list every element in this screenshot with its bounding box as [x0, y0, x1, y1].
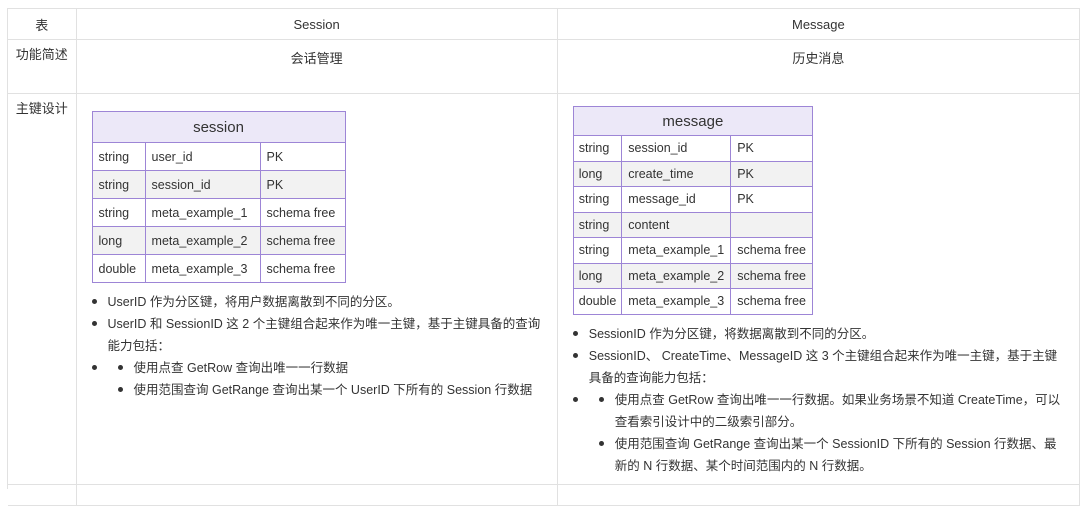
field-name: session_id: [144, 170, 261, 199]
next-row: [8, 484, 1080, 506]
function-label: 功能简述: [8, 39, 77, 94]
doc-table-wrapper: 表 Session Message 功能简述 会话管理 历史消息 主键设计 se…: [7, 8, 1080, 506]
table-row: string meta_example_1 schema free: [91, 198, 346, 227]
table-row: long meta_example_2 schema free: [572, 262, 813, 289]
field-attr: PK: [730, 135, 813, 162]
field-name: session_id: [621, 135, 732, 162]
field-name: meta_example_3: [621, 288, 732, 315]
bullet-icon: [598, 396, 604, 402]
header-col-session: Session: [76, 9, 558, 40]
list-item: 使用点查 GetRow 查询出唯一一行数据: [91, 357, 545, 379]
table-row: string content: [572, 211, 813, 238]
bullet-icon: [117, 387, 123, 392]
field-name: meta_example_2: [621, 262, 732, 289]
list-item: 使用点查 GetRow 查询出唯一一行数据。如果业务场景不知道 CreateTi…: [572, 389, 1067, 433]
field-attr: PK: [730, 186, 813, 213]
table-row: long meta_example_2 schema free: [91, 226, 346, 255]
field-type: string: [91, 142, 146, 171]
field-type: string: [572, 237, 623, 264]
field-name: create_time: [621, 160, 732, 187]
session-schema-title: session: [91, 111, 346, 143]
field-attr: schema free: [259, 254, 346, 283]
table-row: string session_id PK: [91, 170, 346, 199]
field-type: string: [91, 170, 146, 199]
table-row: string message_id PK: [572, 186, 813, 213]
field-attr: schema free: [259, 198, 346, 227]
session-key-cell: session string user_id PK string session…: [76, 93, 558, 485]
message-function: 历史消息: [557, 39, 1080, 94]
bullet-icon: [117, 365, 123, 370]
field-type: long: [91, 226, 146, 255]
bullet-icon: [91, 299, 97, 304]
field-type: string: [572, 135, 623, 162]
bullet-text: 使用点查 GetRow 查询出唯一一行数据。如果业务场景不知道 CreateTi…: [614, 392, 1061, 429]
bullet-text: SessionID、 CreateTime、MessageID 这 3 个主键组…: [588, 348, 1058, 385]
field-attr: schema free: [730, 237, 813, 264]
field-type: string: [572, 211, 623, 238]
field-type: double: [91, 254, 146, 283]
bullet-icon: [598, 440, 604, 446]
session-function: 会话管理: [76, 39, 558, 94]
field-name: meta_example_2: [144, 226, 261, 255]
field-attr: schema free: [730, 262, 813, 289]
bullet-icon: [572, 330, 578, 336]
message-schema-table: message string session_id PK long create…: [572, 106, 813, 315]
bullet-icon: [572, 396, 578, 402]
list-item: SessionID 作为分区键，将数据离散到不同的分区。: [572, 323, 1067, 345]
field-type: string: [572, 186, 623, 213]
next-row-session: [76, 484, 558, 506]
field-name: user_id: [144, 142, 261, 171]
bullet-icon: [91, 321, 97, 326]
message-bullet-list: SessionID 作为分区键，将数据离散到不同的分区。 SessionID、 …: [558, 323, 1079, 477]
field-name: message_id: [621, 186, 732, 213]
list-item: UserID 作为分区键，将用户数据离散到不同的分区。: [91, 291, 545, 313]
design-table: 表 Session Message 功能简述 会话管理 历史消息 主键设计 se…: [8, 9, 1080, 506]
message-key-cell: message string session_id PK long create…: [557, 93, 1080, 485]
header-col-table: 表: [8, 9, 77, 40]
list-item: UserID 和 SessionID 这 2 个主键组合起来作为唯一主键，基于主…: [91, 313, 545, 357]
field-attr: PK: [259, 142, 346, 171]
list-item: 使用范围查询 GetRange 查询出某一个 SessionID 下所有的 Se…: [573, 433, 1067, 477]
bullet-text: 使用点查 GetRow 查询出唯一一行数据: [133, 361, 349, 375]
header-row: 表 Session Message: [8, 9, 1080, 40]
table-row: double meta_example_3 schema free: [572, 288, 813, 315]
field-name: meta_example_3: [144, 254, 261, 283]
field-attr: schema free: [730, 288, 813, 315]
field-type: string: [91, 198, 146, 227]
table-row: long create_time PK: [572, 160, 813, 187]
field-type: double: [572, 288, 623, 315]
key-design-label: 主键设计: [8, 93, 77, 485]
header-col-message: Message: [557, 9, 1080, 40]
next-row-message: [557, 484, 1080, 506]
field-type: long: [572, 262, 623, 289]
bullet-icon: [91, 365, 97, 370]
field-attr: schema free: [259, 226, 346, 255]
field-name: meta_example_1: [144, 198, 261, 227]
field-attr: PK: [259, 170, 346, 199]
field-attr: [730, 211, 813, 238]
list-item: 使用范围查询 GetRange 查询出某一个 UserID 下所有的 Sessi…: [92, 379, 545, 401]
session-schema-table: session string user_id PK string session…: [91, 111, 346, 283]
bullet-text: UserID 和 SessionID 这 2 个主键组合起来作为唯一主键，基于主…: [107, 317, 541, 353]
list-item: SessionID、 CreateTime、MessageID 这 3 个主键组…: [572, 345, 1067, 389]
bullet-text: UserID 作为分区键，将用户数据离散到不同的分区。: [107, 295, 400, 309]
session-bullet-list: UserID 作为分区键，将用户数据离散到不同的分区。 UserID 和 Ses…: [77, 291, 557, 401]
message-schema-title: message: [572, 106, 813, 136]
field-name: content: [621, 211, 732, 238]
bullet-text: 使用范围查询 GetRange 查询出某一个 UserID 下所有的 Sessi…: [133, 383, 533, 397]
key-design-row: 主键设计 session string user_id PK string se…: [8, 93, 1080, 485]
bullet-icon: [572, 352, 578, 358]
field-name: meta_example_1: [621, 237, 732, 264]
table-row: string user_id PK: [91, 142, 346, 171]
bullet-text: SessionID 作为分区键，将数据离散到不同的分区。: [588, 326, 875, 341]
table-row: string meta_example_1 schema free: [572, 237, 813, 264]
table-row: string session_id PK: [572, 135, 813, 162]
field-attr: PK: [730, 160, 813, 187]
field-type: long: [572, 160, 623, 187]
function-row: 功能简述 会话管理 历史消息: [8, 39, 1080, 94]
bullet-text: 使用范围查询 GetRange 查询出某一个 SessionID 下所有的 Se…: [614, 436, 1057, 473]
next-row-label: [8, 484, 77, 506]
table-row: double meta_example_3 schema free: [91, 254, 346, 283]
